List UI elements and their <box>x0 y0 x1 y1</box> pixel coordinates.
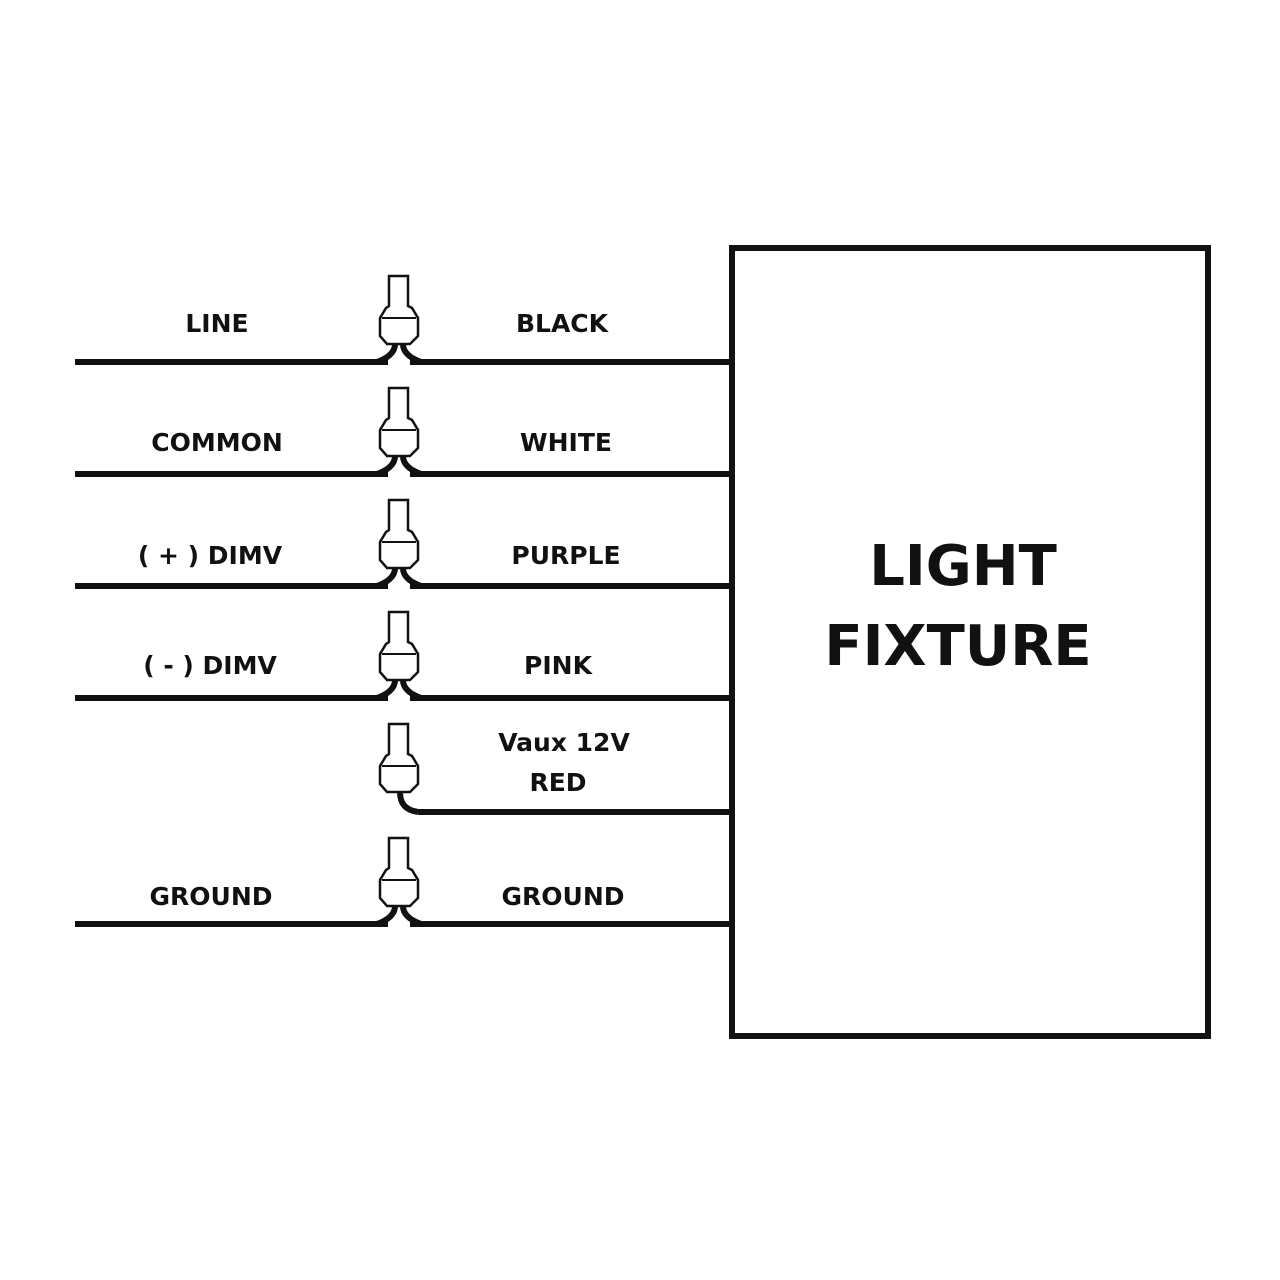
fixture-wire-label: BLACK <box>516 309 610 338</box>
supply-label: LINE <box>185 309 248 338</box>
wire-nut-icon <box>375 610 423 701</box>
wire-row-vaux: Vaux 12V RED <box>378 722 732 815</box>
wire-row-dimv-negative: ( - ) DIMV PINK <box>75 610 732 701</box>
wire-row-line: LINE BLACK <box>75 274 732 365</box>
fixture-label-line2: FIXTURE <box>824 614 1091 679</box>
supply-label: COMMON <box>151 428 283 457</box>
supply-label: GROUND <box>150 882 273 911</box>
wire-row-common: COMMON WHITE <box>75 386 732 477</box>
wire-nut-icon <box>375 836 423 927</box>
fixture-wire-label-line1: Vaux 12V <box>498 728 630 757</box>
wire-nut-icon <box>375 498 423 589</box>
wire-row-dimv-positive: ( + ) DIMV PURPLE <box>75 498 732 589</box>
supply-label: ( + ) DIMV <box>138 541 283 570</box>
wire-nut-icon <box>375 386 423 477</box>
light-fixture-box <box>729 245 1211 1039</box>
fixture-wire-label-line2: RED <box>529 768 586 797</box>
fixture-wire-label: PINK <box>524 651 594 680</box>
fixture-wire-label: GROUND <box>502 882 625 911</box>
fixture-label-line1: LIGHT <box>869 534 1057 599</box>
fixture-wire-label: PURPLE <box>511 541 620 570</box>
wire-nut-icon <box>378 722 420 815</box>
supply-label: ( - ) DIMV <box>143 651 277 680</box>
fixture-wire-label: WHITE <box>520 428 612 457</box>
wire-nut-icon <box>375 274 423 365</box>
wire-row-ground: GROUND GROUND <box>75 836 732 927</box>
